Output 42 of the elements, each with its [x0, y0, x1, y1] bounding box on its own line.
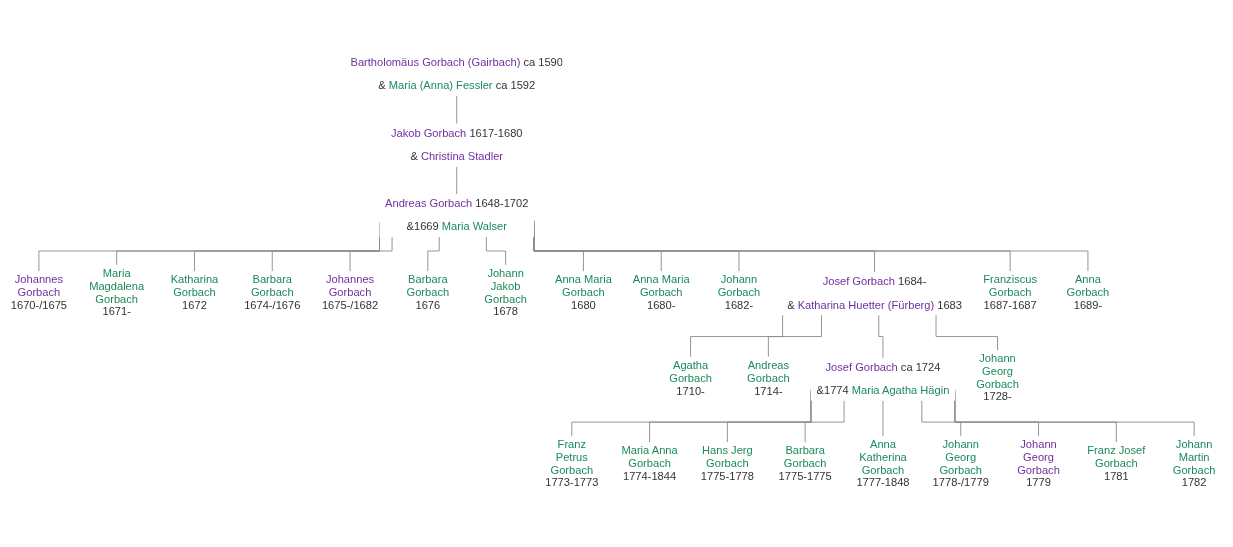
node-text: Josef Gorbach ca 1724 &1774 Maria Agatha Hägin	[816, 360, 950, 397]
connector	[349, 236, 393, 272]
node-text: Johann Gorbach 1682-	[717, 273, 761, 312]
node-text: Andreas Gorbach 1714-	[747, 358, 790, 398]
node-text: Andreas Gorbach 1648-1702 &1669 Maria Walser	[385, 197, 529, 233]
node-text: Barbara Gorbach 1676	[406, 273, 450, 312]
node-text: Franz Petrus Gorbach 1773-1773	[545, 437, 599, 490]
connector	[690, 314, 784, 358]
node-text: Anna Katherina Gorbach 1777-1848	[856, 437, 910, 490]
node-text: Johannes Gorbach 1670-/1675	[10, 273, 68, 312]
connector	[804, 400, 845, 443]
connector	[726, 398, 812, 443]
node-text: Johann Jakob Gorbach 1678	[484, 266, 527, 319]
node-text: Anna Maria Gorbach 1680-	[632, 273, 690, 312]
node-text: Franz Josef Gorbach 1781	[1087, 444, 1146, 483]
node-text: Johann Martin Gorbach 1782	[1172, 437, 1216, 490]
node-text: Maria Magdalena Gorbach 1671-	[89, 266, 145, 319]
node-text: Franziscus Gorbach 1687-1687	[983, 273, 1037, 312]
node-text: Bartholomäus Gorbach (Gairbach) ca 1590 & Maria (Anna) Fessler ca 1592	[350, 56, 563, 92]
node-text: Johann Georg Gorbach 1778-/1779	[932, 437, 989, 490]
connector	[767, 314, 822, 358]
connector	[485, 236, 507, 266]
node-text: Anna Maria Gorbach 1680	[554, 273, 612, 312]
node-text: Josef Gorbach 1684- & Katharina Huetter (Fürberg) 1683	[787, 275, 962, 311]
node-text: Johann Georg Gorbach 1728-	[976, 352, 1019, 404]
node-text: Jakob Gorbach 1617-1680 & Christina Stadler	[390, 126, 523, 163]
node-text: Barbara Gorbach 1775-1775	[778, 444, 832, 483]
connector	[935, 314, 998, 351]
node-text: Maria Anna Gorbach 1774-1844	[621, 444, 678, 483]
connector	[456, 166, 458, 195]
node-text: Johannes Gorbach 1675-/1682	[321, 273, 379, 312]
node-text: Anna Gorbach 1689-	[1066, 273, 1110, 312]
connector	[878, 314, 884, 359]
connector	[921, 400, 962, 437]
node-text: Katharina Gorbach 1672	[170, 273, 219, 312]
node-text: Johann Georg Gorbach 1779	[1017, 437, 1060, 490]
connector	[882, 400, 884, 437]
node-text: Barbara Gorbach 1674-/1676	[244, 273, 301, 312]
node-text: Hans Jerg Gorbach 1775-1778	[700, 444, 754, 483]
connector	[427, 236, 440, 272]
connector	[456, 95, 458, 125]
node-text: Agatha Gorbach 1710-	[669, 358, 712, 398]
